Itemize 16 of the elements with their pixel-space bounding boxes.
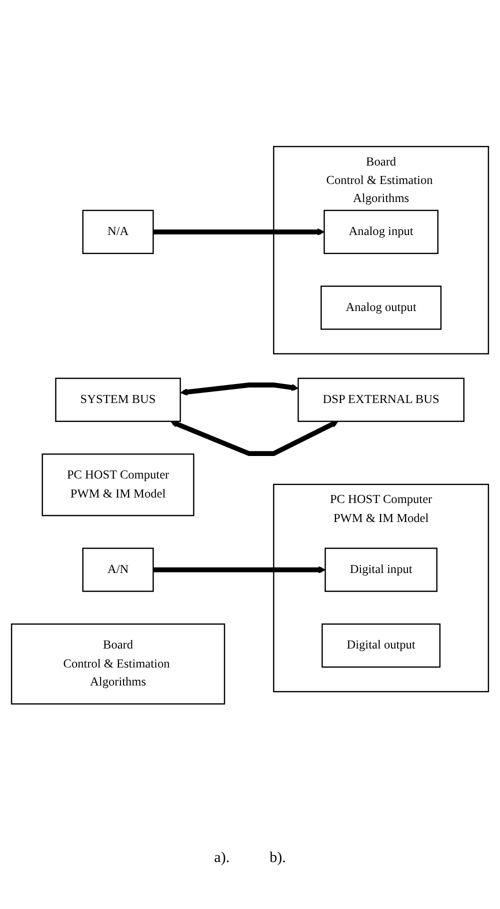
node-box: PC HOST Computer PWM & IM Model bbox=[42, 453, 194, 516]
node-box: SYSTEM BUS bbox=[55, 378, 181, 422]
node-box: Board Control & Estimation Algorithms bbox=[10, 623, 226, 704]
node-box: A/N bbox=[82, 547, 154, 592]
node-box: Analog input bbox=[324, 210, 438, 254]
node-box: N/A bbox=[82, 210, 154, 254]
node-box: Digital output bbox=[322, 623, 441, 668]
arrow bbox=[153, 228, 325, 236]
arrow bbox=[153, 566, 326, 574]
node-box: Analog output bbox=[320, 285, 442, 330]
figure-part-label: a). bbox=[214, 850, 230, 867]
node-box: DSP EXTERNAL BUS bbox=[298, 378, 464, 422]
arrow bbox=[170, 420, 338, 456]
arrow bbox=[180, 382, 299, 396]
node-box: Digital input bbox=[324, 547, 438, 592]
figure-part-label: b). bbox=[270, 850, 286, 867]
